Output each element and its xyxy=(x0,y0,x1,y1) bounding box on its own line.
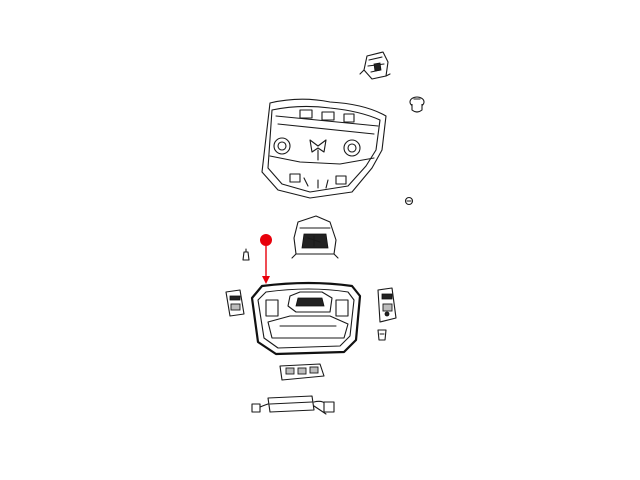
lamp-module-icon xyxy=(291,215,339,259)
screw-icon xyxy=(404,196,414,206)
callout-marker xyxy=(260,234,272,284)
clip-bracket-icon xyxy=(359,51,391,80)
switch-icon xyxy=(225,289,245,317)
console-housing-icon xyxy=(261,98,387,199)
switch-icon xyxy=(377,287,397,323)
retainer-icon xyxy=(242,248,250,261)
connector-icon xyxy=(377,329,387,341)
wiring-harness-icon xyxy=(251,395,335,415)
bezel-icon xyxy=(250,281,362,356)
callout-dot xyxy=(260,234,272,246)
switch-bank-icon xyxy=(279,363,325,381)
callout-arrowhead xyxy=(262,276,270,284)
push-pin-icon xyxy=(409,96,425,113)
